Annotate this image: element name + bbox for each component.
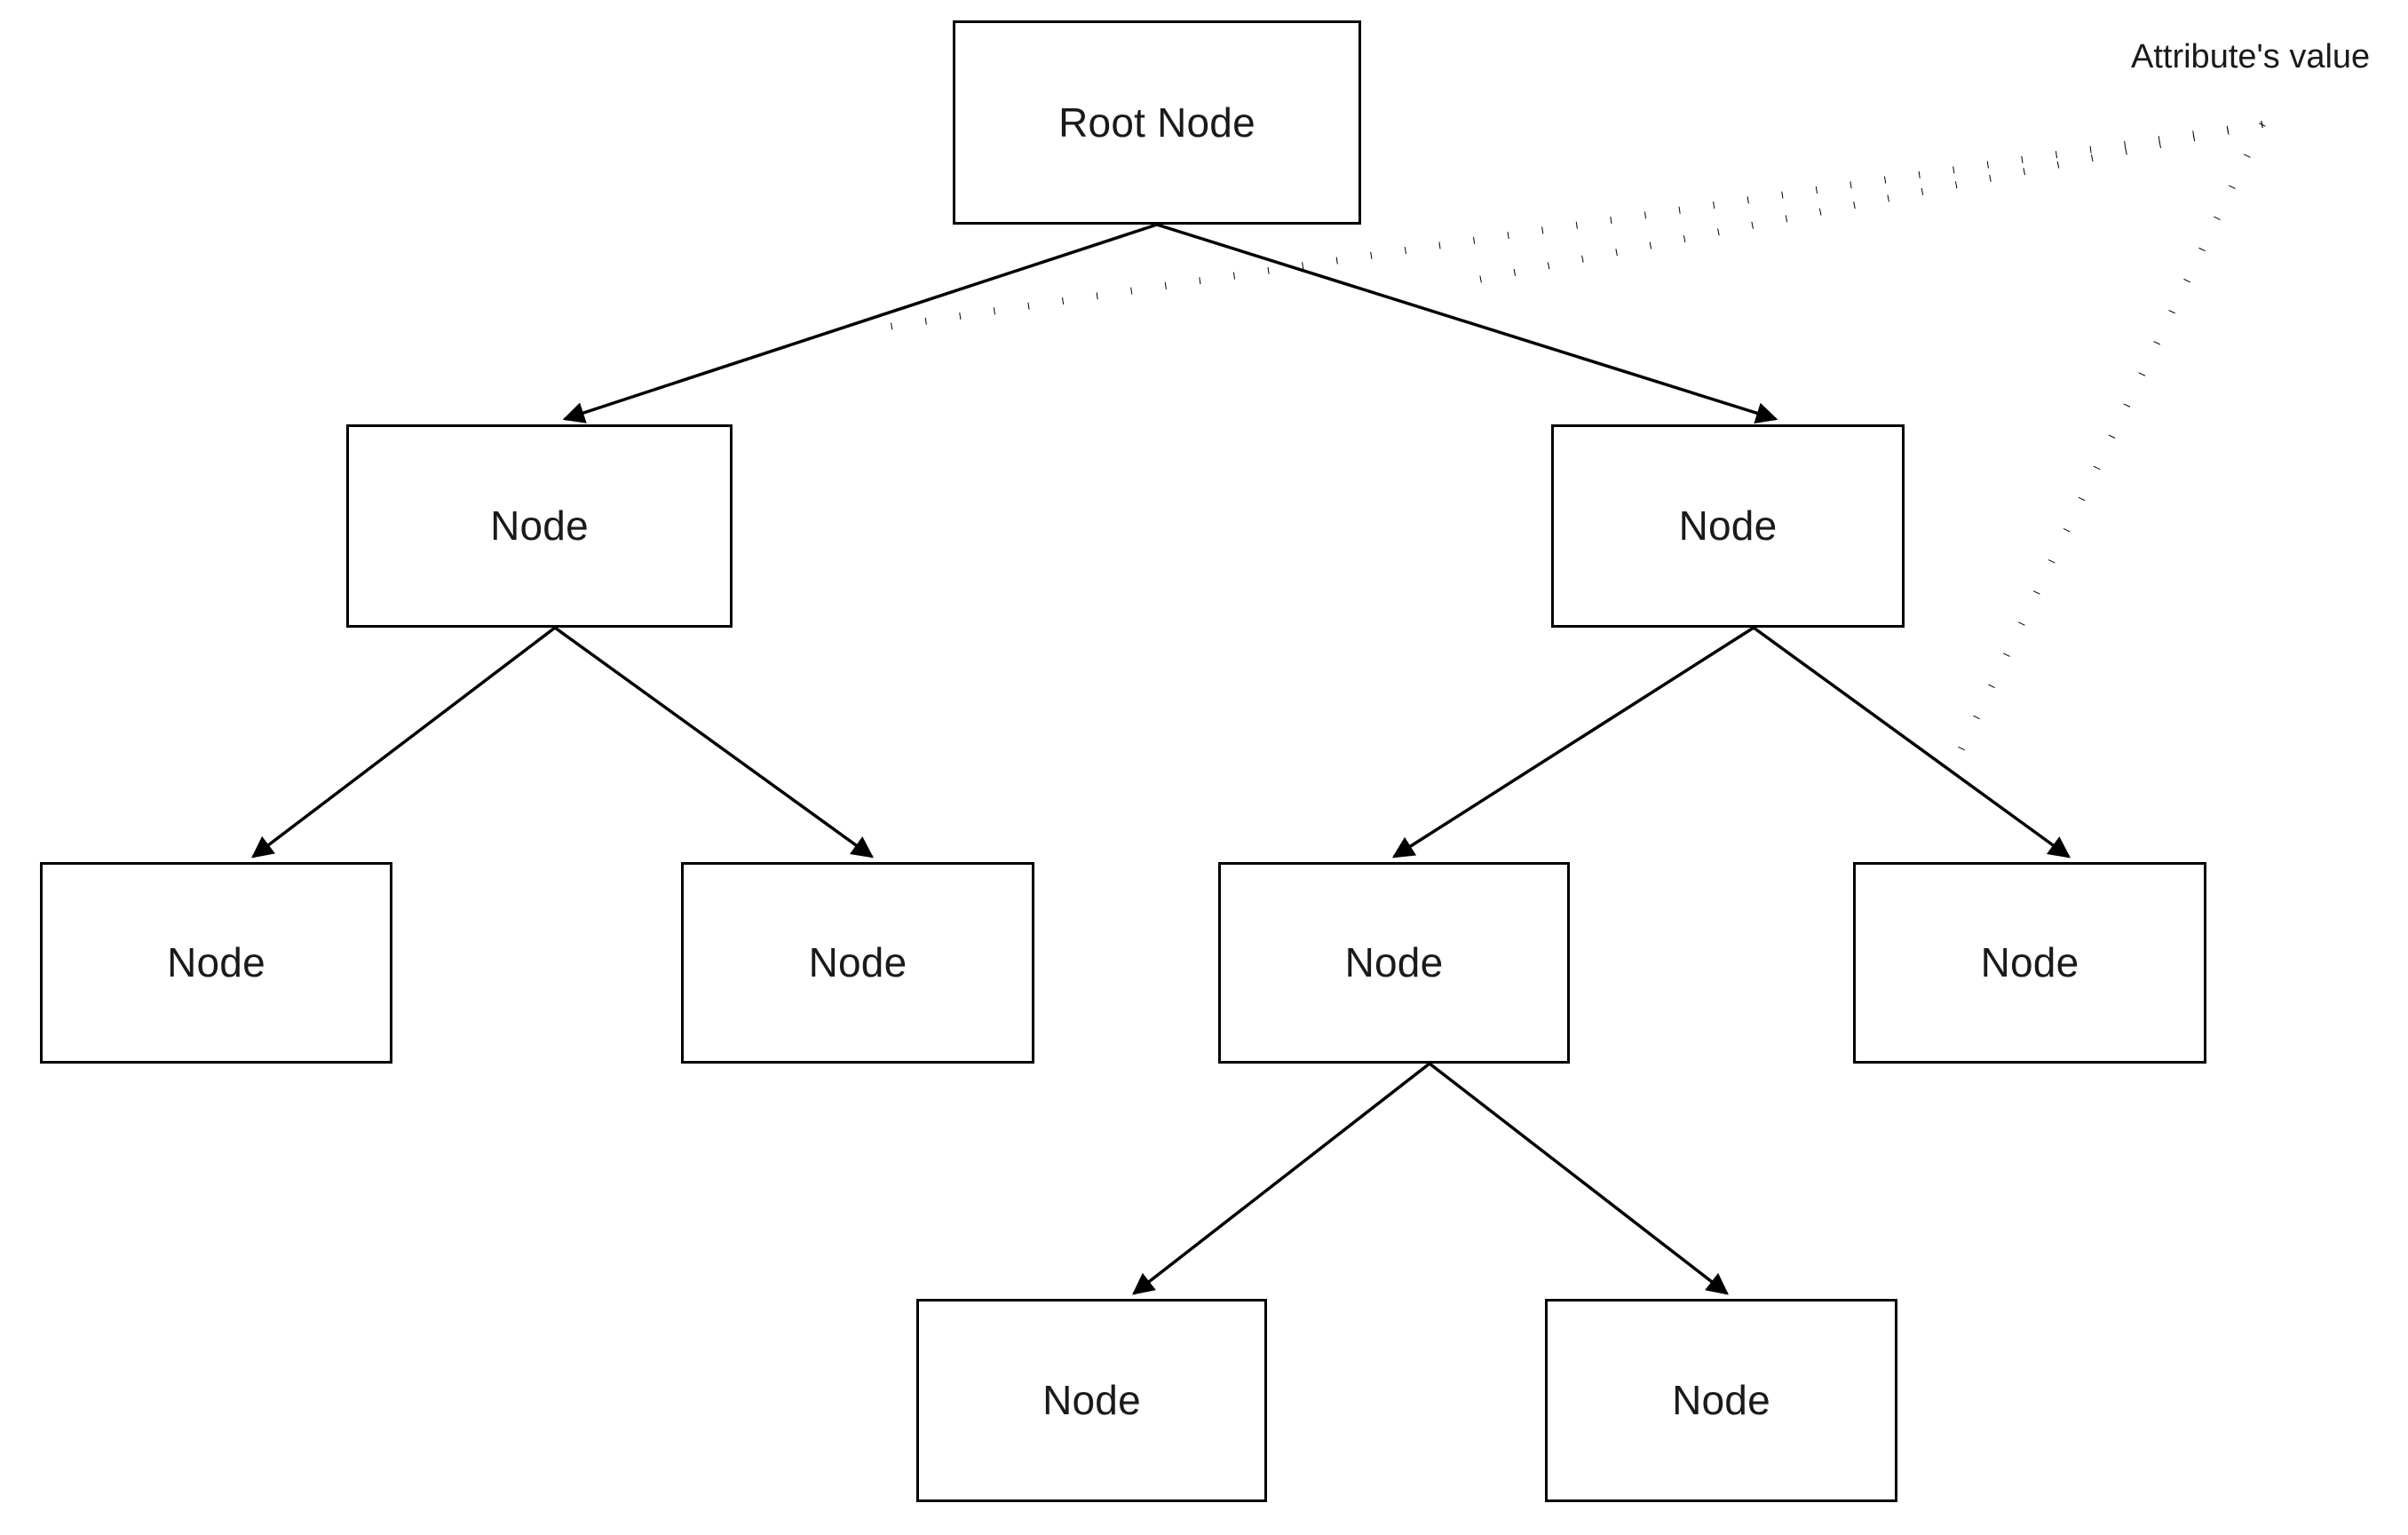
node-label: Node xyxy=(1344,939,1444,986)
node-box-n-l[interactable]: Node xyxy=(346,424,733,628)
node-box-n-l2[interactable]: Node xyxy=(681,862,1034,1064)
node-box-n-r[interactable]: Node xyxy=(1551,424,1905,628)
attribute-value-pointer-2 xyxy=(1477,121,2263,283)
node-label: Node xyxy=(1672,1377,1770,1424)
edge-n-l-to-n-l2 xyxy=(553,626,874,858)
edge-n-r-to-n-r2 xyxy=(1752,626,2071,858)
node-label: Node xyxy=(490,502,589,550)
edge-n-r1-to-n-r1a xyxy=(1132,1062,1431,1295)
attribute-value-label: Attribute's value xyxy=(2131,38,2371,75)
node-box-n-r1[interactable]: Node xyxy=(1218,862,1570,1064)
attribute-value-pointer-3 xyxy=(1950,123,2266,767)
node-label: Node xyxy=(1042,1377,1141,1424)
node-box-n-r2[interactable]: Node xyxy=(1853,862,2206,1064)
edge-n-r1-to-n-r1b xyxy=(1428,1062,1729,1295)
node-box-n-r1a[interactable]: Node xyxy=(916,1299,1267,1502)
edge-root-to-n-r xyxy=(1156,223,1778,424)
edge-n-r-to-n-r1 xyxy=(1391,626,1755,858)
node-label: Node xyxy=(1980,939,2079,986)
node-label: Node xyxy=(1678,502,1778,550)
node-label: Root Node xyxy=(1058,99,1255,146)
node-box-n-l1[interactable]: Node xyxy=(40,862,392,1064)
node-box-root[interactable]: Root Node xyxy=(953,20,1361,225)
node-box-n-r1b[interactable]: Node xyxy=(1545,1299,1897,1502)
edge-n-l-to-n-l1 xyxy=(251,626,557,858)
node-label: Node xyxy=(808,939,907,986)
tree-edges xyxy=(251,223,2071,1295)
edge-root-to-n-l xyxy=(562,223,1158,423)
node-label: Node xyxy=(167,939,265,986)
